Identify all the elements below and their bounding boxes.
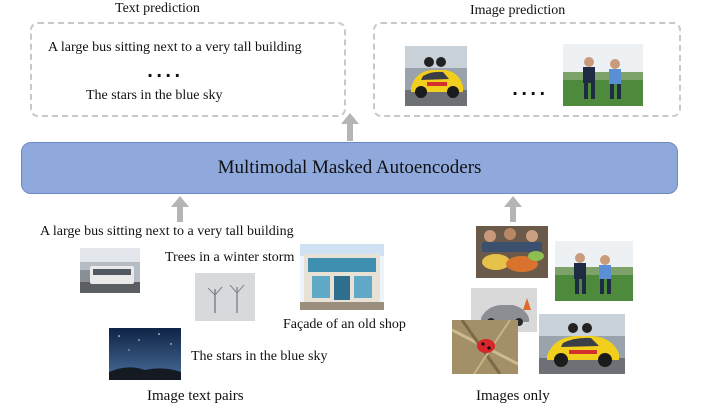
- text-prediction-title: Text prediction: [115, 1, 200, 16]
- caption-shop: Façade of an old shop: [283, 317, 406, 332]
- shop-picture: [300, 244, 384, 310]
- predicted-soccer-image: [563, 44, 643, 106]
- up-arrow-from-image-text-pairs: [171, 196, 189, 222]
- image-prediction-title: Image prediction: [470, 3, 566, 18]
- caption-trees: Trees in a winter storm: [165, 250, 295, 265]
- car-picture: [405, 46, 467, 106]
- soccer-image: [555, 241, 633, 301]
- shop-image: [300, 244, 384, 310]
- images-only-label: Images only: [476, 388, 550, 404]
- image-prediction-box: ....: [373, 22, 681, 117]
- up-arrow-to-text-prediction: [341, 113, 359, 141]
- stars-picture: [109, 328, 181, 380]
- image-text-pairs-label: Image text pairs: [147, 388, 244, 404]
- predicted-car-image: [405, 46, 467, 106]
- food-picture: [476, 226, 548, 278]
- model-label: Multimodal Masked Autoencoders: [217, 157, 482, 178]
- ladybug-picture: [452, 320, 518, 374]
- text-prediction-line-2: The stars in the blue sky: [86, 88, 223, 103]
- yellow-car-picture: [539, 314, 625, 374]
- yellow-car-image: [539, 314, 625, 374]
- image-prediction-ellipsis: ....: [512, 80, 549, 99]
- text-prediction-line-1: A large bus sitting next to a very tall …: [48, 40, 302, 55]
- caption-bus: A large bus sitting next to a very tall …: [40, 224, 294, 239]
- up-arrow-from-images-only: [504, 196, 522, 222]
- soccer-picture: [563, 44, 643, 106]
- text-prediction-ellipsis: ....: [147, 62, 184, 81]
- soccer-input-picture: [555, 241, 633, 301]
- trees-image: [195, 273, 255, 321]
- multimodal-masked-autoencoders-block: Multimodal Masked Autoencoders: [21, 142, 678, 194]
- bus-picture: [80, 248, 140, 293]
- food-market-image: [476, 226, 548, 278]
- stars-image: [109, 328, 181, 380]
- text-prediction-box: A large bus sitting next to a very tall …: [30, 22, 346, 117]
- ladybug-image: [452, 320, 518, 374]
- bus-image: [80, 248, 140, 293]
- trees-picture: [195, 273, 255, 321]
- caption-stars: The stars in the blue sky: [191, 349, 328, 364]
